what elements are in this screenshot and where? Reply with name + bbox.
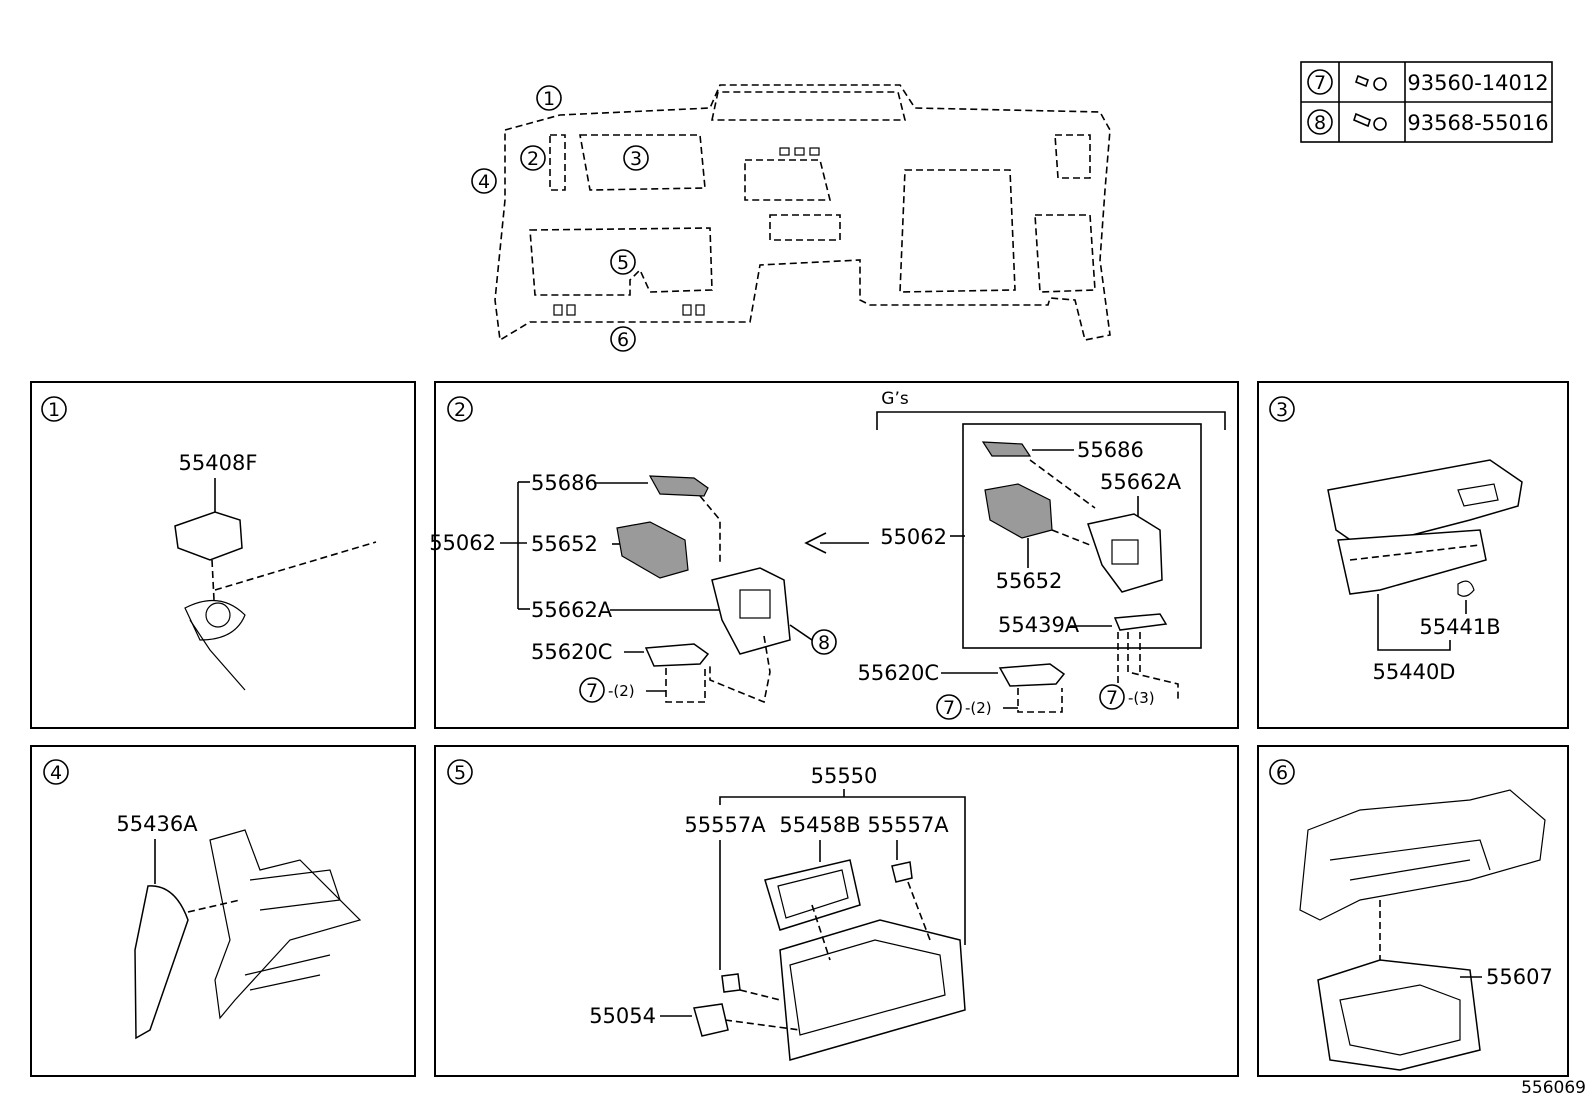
glove-compartment-door-shape xyxy=(1327,459,1523,549)
panel-2-ref: 2 xyxy=(454,399,466,421)
left-clip-callout-label: 7 xyxy=(586,680,598,702)
left-part-55686-shape xyxy=(648,475,709,497)
overview-callout-4-label: 4 xyxy=(478,171,490,193)
left-part-55620C-shape xyxy=(644,643,710,667)
right-part-55662A-shape xyxy=(1087,513,1163,593)
panel-2: 2 55062 55686 55652 55662A 55620C 8 7 -(… xyxy=(429,381,1239,729)
left-screw-callout-label: 8 xyxy=(818,632,830,654)
part-55441B-shape xyxy=(1457,580,1475,597)
part-55441B-label: 55441B xyxy=(1419,615,1500,639)
right-clip-qty-2: -(3) xyxy=(1128,689,1155,707)
part-55557A-left-label: 55557A xyxy=(684,813,766,837)
panel-1-ref: 1 xyxy=(48,399,60,421)
assembly-55550-label: 55550 xyxy=(811,764,878,788)
overview-callout-6 xyxy=(610,326,636,352)
panel-6: 6 55607 xyxy=(1257,745,1569,1077)
glove-box-shape xyxy=(779,919,966,1061)
part-55458B-label: 55458B xyxy=(779,813,860,837)
left-clip-qty: -(2) xyxy=(608,682,635,700)
part-55607-shape xyxy=(1317,959,1481,1071)
overview-callout-3 xyxy=(623,145,649,171)
group-label: G’s xyxy=(881,389,909,409)
right-clip-qty: -(2) xyxy=(965,699,992,717)
left-part-55662A-label: 55662A xyxy=(531,598,613,622)
left-part-55686-label: 55686 xyxy=(531,471,598,495)
legend-ref-8: 8 xyxy=(1314,112,1326,134)
part-55408F-shape xyxy=(174,511,243,561)
overview-callout-3-label: 3 xyxy=(630,148,642,170)
part-55557A-right-label: 55557A xyxy=(867,813,949,837)
bolt-icon xyxy=(1355,74,1387,91)
right-part-55652-label: 55652 xyxy=(996,569,1063,593)
right-clip-callout-label: 7 xyxy=(943,697,955,719)
right-part-55439A-label: 55439A xyxy=(998,613,1080,637)
left-part-55652-shape xyxy=(616,521,689,579)
part-55408F-label: 55408F xyxy=(179,451,258,475)
fastener-legend-table: 7 93560-14012 8 93568-55016 xyxy=(1300,61,1553,143)
panel-5-ref: 5 xyxy=(454,762,466,784)
right-part-55652-shape xyxy=(984,483,1053,539)
panel-3: 3 55441B 55440D xyxy=(1257,381,1569,729)
legend-part-8: 93568-55016 xyxy=(1407,111,1548,135)
overview-callout-6-label: 6 xyxy=(617,329,629,351)
right-part-55439A-shape xyxy=(1113,613,1168,631)
overview-callout-4 xyxy=(471,168,497,194)
legend-callout-7 xyxy=(1307,69,1333,95)
legend-ref-7: 7 xyxy=(1314,72,1326,94)
panel-6-ref: 6 xyxy=(1276,762,1288,784)
left-assembly-55062-label: 55062 xyxy=(429,531,496,555)
left-screw-callout xyxy=(811,629,837,655)
part-55458B-shape xyxy=(764,859,861,931)
legend-callout-8 xyxy=(1307,109,1333,135)
part-55054-label: 55054 xyxy=(589,1004,656,1028)
panel-1: 1 55408F xyxy=(30,381,416,729)
arrow-left-icon xyxy=(804,532,869,554)
part-55436A-label: 55436A xyxy=(116,812,198,836)
part-55557A-right-shape xyxy=(891,861,913,883)
right-clip-callout-2-label: 7 xyxy=(1106,687,1118,709)
overview-callout-5-label: 5 xyxy=(617,252,629,274)
left-part-55662A-shape xyxy=(711,567,791,655)
overview-callout-2-label: 2 xyxy=(527,148,539,170)
panel-3-ref: 3 xyxy=(1276,399,1288,421)
panel-4-ref: 4 xyxy=(50,762,62,784)
panel-5: 5 55550 55557A 55458B 55557A 55054 xyxy=(434,745,1239,1077)
right-part-55620C-label: 55620C xyxy=(858,661,939,685)
part-55440D-label: 55440D xyxy=(1373,660,1456,684)
part-55557A-left-shape xyxy=(721,973,741,993)
right-assembly-55062-label: 55062 xyxy=(880,525,947,549)
right-clip-callout xyxy=(936,694,962,720)
right-part-55662A-label: 55662A xyxy=(1100,470,1182,494)
part-55607-label: 55607 xyxy=(1486,965,1553,989)
overview-callout-2 xyxy=(520,145,546,171)
legend-part-7: 93560-14012 xyxy=(1407,71,1548,95)
overview-callout-1-label: 1 xyxy=(543,88,555,110)
panel-4: 4 55436A xyxy=(30,745,416,1077)
left-part-55652-label: 55652 xyxy=(531,532,598,556)
left-clip-callout xyxy=(579,677,605,703)
right-part-55686-shape xyxy=(981,441,1032,457)
part-55054-shape xyxy=(693,1003,729,1037)
diagram-id: 556069 xyxy=(1521,1078,1586,1098)
part-55436A-shape xyxy=(134,885,189,1040)
overview-callout-1 xyxy=(536,85,562,111)
right-clip-callout-2 xyxy=(1099,684,1125,710)
left-part-55620C-label: 55620C xyxy=(531,640,612,664)
right-part-55686-label: 55686 xyxy=(1077,438,1144,462)
dashboard-overview: 1 2 3 4 5 6 xyxy=(471,84,1111,352)
overview-callout-5 xyxy=(610,249,636,275)
screw-icon xyxy=(1353,112,1387,131)
part-55440D-shape xyxy=(1337,529,1487,595)
right-part-55620C-shape xyxy=(998,663,1066,687)
